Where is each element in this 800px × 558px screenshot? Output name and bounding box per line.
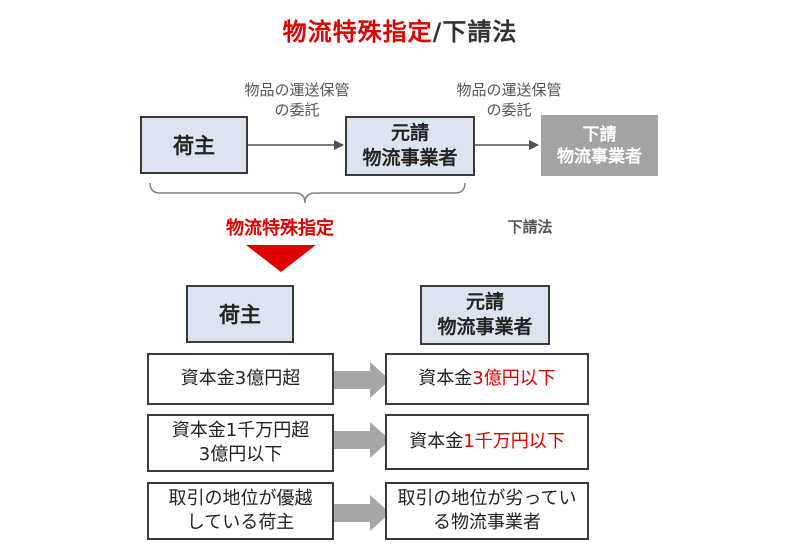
sub-label-line1: 下請 [582,124,617,145]
prime-label-line1: 元請 [390,122,429,144]
prime-contractor-box-top: 元請 物流事業者 [345,116,475,176]
condition-left-3-line1: 取引の地位が優越 [168,488,313,509]
designation-label: 物流特殊指定 [226,218,334,239]
prime-label-line2: 物流事業者 [362,147,458,169]
condition-left-2-line2: 3億円以下 [198,444,283,465]
condition-left-3: 取引の地位が優越 している荷主 [147,482,334,540]
condition-right-3-line2: る物流事業者 [433,512,541,533]
condition-left-1-line1: 資本金3億円超 [180,368,301,389]
condition-right-3-line1: 取引の地位が劣ってい [397,488,577,509]
condition-right-1-accent: 3億円以下 [472,368,556,389]
subcontract-law-label: 下請法 [507,218,553,236]
subcontractor-box: 下請 物流事業者 [541,115,658,176]
condition-right-1-prefix: 資本金 [418,368,473,389]
note1-line2: の委託 [274,101,320,119]
title-designation: 物流特殊指定 [282,18,433,46]
shipper-header-label: 荷主 [219,303,261,327]
shipper-box-top: 荷主 [140,116,248,174]
note1-line1: 物品の運送保管 [244,81,350,99]
prime-header-line1: 元請 [465,291,504,313]
shipper-box-bottom: 荷主 [186,285,294,343]
prime-header-line2: 物流事業者 [437,316,533,338]
row-arrow-2 [333,422,390,458]
note2-line1: 物品の運送保管 [456,81,562,99]
condition-left-3-line2: している荷主 [186,512,295,533]
consignment-note-1: 物品の運送保管 の委託 [222,80,372,120]
row-arrow-3 [333,495,390,531]
condition-right-2-accent: 1千万円以下 [463,431,565,452]
note2-line2: の委託 [486,101,532,119]
condition-left-2: 資本金1千万円超 3億円以下 [147,414,334,472]
condition-right-3: 取引の地位が劣ってい る物流事業者 [385,482,589,540]
diagram-title: 物流特殊指定/下請法 [0,16,800,48]
prime-contractor-box-bottom: 元請 物流事業者 [420,285,550,345]
condition-right-2: 資本金1千万円以下 [385,414,589,470]
designation-down-arrow [246,245,316,272]
designation-brace [149,182,466,204]
row-arrow-1 [333,362,390,398]
condition-right-1: 資本金3億円以下 [385,353,589,405]
shipper-label: 荷主 [173,134,215,158]
condition-left-2-line1: 資本金1千万円超 [171,420,310,441]
title-subcontract-law: 下請法 [442,18,518,46]
condition-right-2-prefix: 資本金 [409,431,464,452]
condition-left-1: 資本金3億円超 [147,353,334,405]
sub-label-line2: 物流事業者 [557,146,642,167]
consignment-note-2: 物品の運送保管 の委託 [434,80,584,120]
title-separator: / [432,18,443,46]
